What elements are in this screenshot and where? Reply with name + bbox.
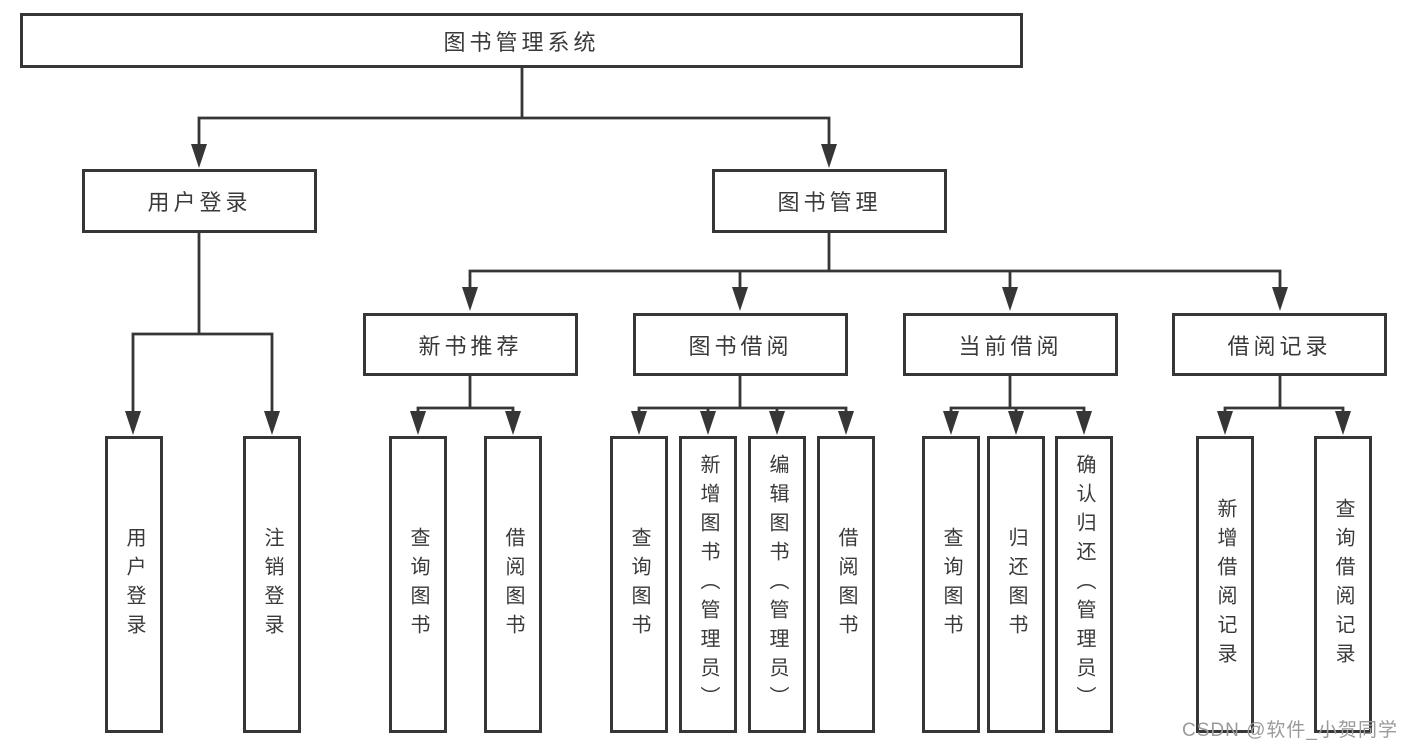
leaf-bb-borrow-books-label: 借阅图书 xyxy=(835,526,857,643)
leaf-bb-add-books: 新增图书（管理员） xyxy=(679,436,737,733)
node-book-borrowing: 图书借阅 xyxy=(633,313,848,376)
node-root-system-label: 图书管理系统 xyxy=(443,29,600,55)
leaf-nbr-borrow-books-label: 借阅图书 xyxy=(502,526,524,643)
node-user-login: 用户登录 xyxy=(82,169,317,233)
leaf-br-add-record-label: 新增借阅记录 xyxy=(1214,497,1236,672)
leaf-logout: 注销登录 xyxy=(243,436,301,733)
leaf-nbr-query-books-label: 查询图书 xyxy=(407,526,429,643)
leaf-bb-add-books-label: 新增图书（管理员） xyxy=(697,454,719,715)
watermark-text: CSDN @软件_小贺同学 xyxy=(1182,720,1398,741)
leaf-bb-edit-books: 编辑图书（管理员） xyxy=(748,436,806,733)
node-book-management: 图书管理 xyxy=(712,169,947,233)
leaf-cb-confirm-return: 确认归还（管理员） xyxy=(1055,436,1113,733)
node-user-login-label: 用户登录 xyxy=(147,190,252,215)
leaf-br-query-record-label: 查询借阅记录 xyxy=(1332,497,1354,672)
leaf-bb-query-books-label: 查询图书 xyxy=(628,526,650,643)
leaf-user-login-label: 用户登录 xyxy=(123,526,145,643)
leaf-bb-edit-books-label: 编辑图书（管理员） xyxy=(766,454,788,715)
node-current-borrowing-label: 当前借阅 xyxy=(958,333,1063,359)
leaf-user-login: 用户登录 xyxy=(105,436,163,733)
leaf-cb-confirm-return-label: 确认归还（管理员） xyxy=(1073,454,1095,715)
leaf-cb-query-books: 查询图书 xyxy=(922,436,980,733)
node-book-borrowing-label: 图书借阅 xyxy=(688,333,793,359)
leaf-nbr-query-books: 查询图书 xyxy=(389,436,447,733)
node-book-management-label: 图书管理 xyxy=(777,190,882,215)
node-new-book-recommend: 新书推荐 xyxy=(363,313,578,376)
leaf-cb-query-books-label: 查询图书 xyxy=(940,526,962,643)
leaf-br-query-record: 查询借阅记录 xyxy=(1314,436,1372,733)
leaf-bb-borrow-books: 借阅图书 xyxy=(817,436,875,733)
node-current-borrowing: 当前借阅 xyxy=(903,313,1118,376)
leaf-br-add-record: 新增借阅记录 xyxy=(1196,436,1254,733)
node-root-system: 图书管理系统 xyxy=(20,13,1023,68)
leaf-cb-return-books-label: 归还图书 xyxy=(1005,526,1027,643)
leaf-logout-label: 注销登录 xyxy=(261,526,283,643)
node-borrowing-records: 借阅记录 xyxy=(1172,313,1387,376)
leaf-nbr-borrow-books: 借阅图书 xyxy=(484,436,542,733)
node-borrowing-records-label: 借阅记录 xyxy=(1227,333,1332,359)
node-new-book-recommend-label: 新书推荐 xyxy=(418,333,523,359)
leaf-cb-return-books: 归还图书 xyxy=(987,436,1045,733)
arrowhead-icons xyxy=(125,144,1351,435)
leaf-bb-query-books: 查询图书 xyxy=(610,436,668,733)
